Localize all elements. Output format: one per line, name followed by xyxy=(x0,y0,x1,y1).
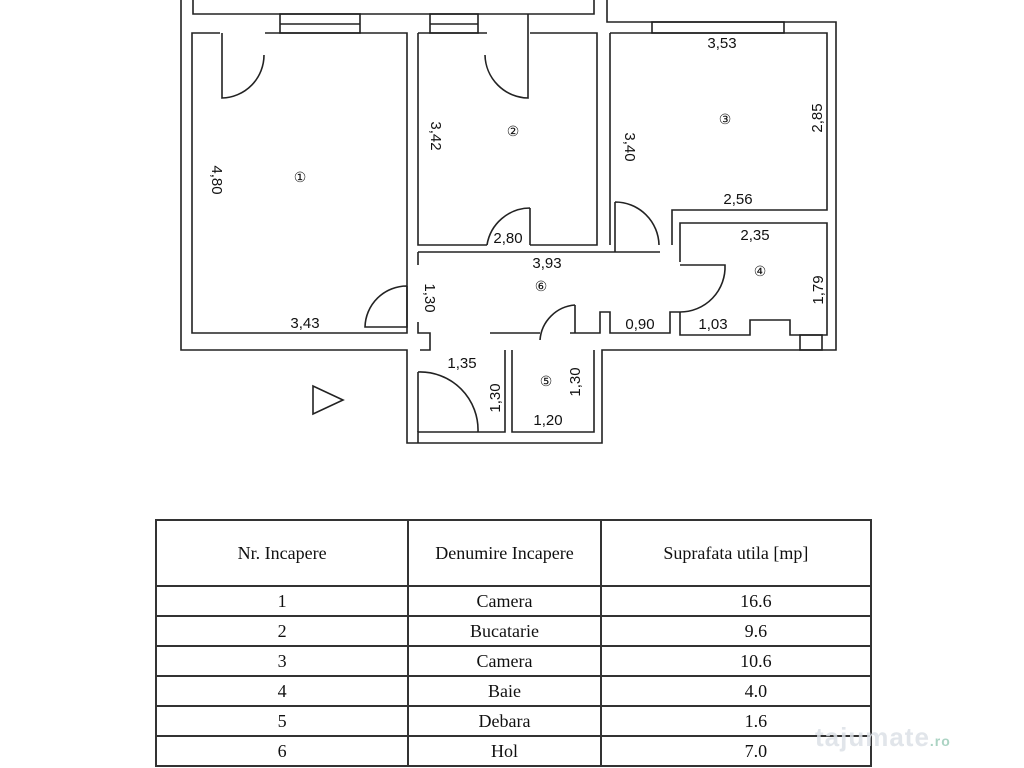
room-number: ⑤ xyxy=(540,373,553,389)
cell-area: 7.0 xyxy=(599,735,873,767)
room-number: ① xyxy=(294,169,307,185)
dimension: 1,79 xyxy=(810,275,827,304)
dimension: 2,35 xyxy=(740,227,769,244)
cell-area: 9.6 xyxy=(599,615,873,647)
cell-nr: 5 xyxy=(154,705,410,737)
cell-area: 1.6 xyxy=(599,705,873,737)
cell-nr: 1 xyxy=(154,585,410,617)
watermark-logo: tajumate.ro xyxy=(815,722,951,753)
dimension: 3,43 xyxy=(290,315,319,332)
watermark-brand: tajumate xyxy=(815,722,930,752)
door-swing xyxy=(484,14,529,99)
door-swing xyxy=(364,285,408,328)
header-name: Denumire Incapere xyxy=(407,519,602,587)
cell-name: Baie xyxy=(407,675,602,707)
header-area: Suprafata utila [mp] xyxy=(599,519,873,587)
cell-name: Bucatarie xyxy=(407,615,602,647)
door-swing xyxy=(417,371,479,433)
table-header: Nr. Incapere Denumire Incapere Suprafata… xyxy=(154,519,873,587)
room-2-wall xyxy=(417,33,487,246)
outer-wall xyxy=(180,0,837,444)
cell-name: Camera xyxy=(407,645,602,677)
watermark-tld: .ro xyxy=(929,733,951,749)
dimension: 1,35 xyxy=(447,355,476,372)
door-swing xyxy=(486,207,531,246)
cell-name: Debara xyxy=(407,705,602,737)
dimension: 1,03 xyxy=(698,316,727,333)
cell-area: 10.6 xyxy=(599,645,873,677)
cell-nr: 4 xyxy=(154,675,410,707)
cell-name: Camera xyxy=(407,585,602,617)
dimension: 3,53 xyxy=(707,35,736,52)
dimension: 1,30 xyxy=(487,383,504,412)
cell-nr: 2 xyxy=(154,615,410,647)
cell-name: Hol xyxy=(407,735,602,767)
dimension: 4,80 xyxy=(208,165,225,194)
window xyxy=(799,334,823,351)
room-5-wall xyxy=(511,350,595,433)
room-4-wall xyxy=(679,222,828,336)
dimension: 1,20 xyxy=(533,412,562,429)
dimension: 2,85 xyxy=(809,103,826,132)
dimension: 1,30 xyxy=(567,367,584,396)
room-number: ② xyxy=(507,123,520,139)
door-swing xyxy=(679,264,726,313)
door-swing xyxy=(614,201,660,252)
room-number: ⑥ xyxy=(535,278,548,294)
entrance-arrow-icon xyxy=(312,384,345,416)
dimension: 3,40 xyxy=(621,132,638,161)
dimension: 1,30 xyxy=(421,283,438,312)
dimension: 3,42 xyxy=(427,121,444,150)
outer-wall-top xyxy=(192,0,595,15)
room-1-wall xyxy=(191,32,408,334)
cell-nr: 3 xyxy=(154,645,410,677)
room-3-wall xyxy=(610,32,828,245)
window xyxy=(651,21,785,34)
floor-plan: ① ② ③ ④ ⑤ ⑥ 3,53 2,85 3,40 3,42 4,80 2,5… xyxy=(180,0,837,444)
cell-area: 4.0 xyxy=(599,675,873,707)
room-number: ④ xyxy=(754,263,767,279)
door-swing xyxy=(539,304,576,341)
dimension: 2,80 xyxy=(493,230,522,247)
dimension: 2,56 xyxy=(723,191,752,208)
room-number: ③ xyxy=(719,111,732,127)
cell-area: 16.6 xyxy=(599,585,873,617)
room-area-table: Nr. Incapere Denumire Incapere Suprafata… xyxy=(154,519,873,767)
dimension: 0,90 xyxy=(625,316,654,333)
dimension: 3,93 xyxy=(532,255,561,272)
cell-nr: 6 xyxy=(154,735,410,767)
header-nr: Nr. Incapere xyxy=(154,519,410,587)
door-swing xyxy=(221,33,265,99)
